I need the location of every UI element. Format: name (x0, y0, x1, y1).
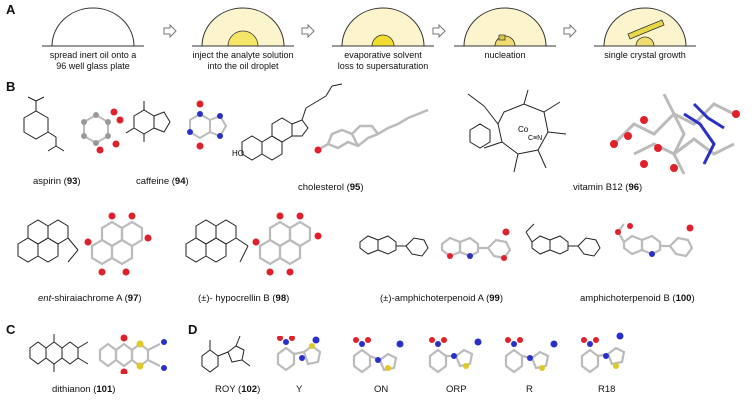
caption-amphichoterpenoid-b: amphichoterpenoid B (100) (580, 293, 695, 304)
shiraiachrome-structure-diagram (17, 219, 79, 263)
svg-text:C≡N: C≡N (528, 135, 542, 142)
panel-label-b: B (6, 79, 16, 94)
caption-hypocrellin: (±)- hypocrellin B (98) (198, 293, 290, 304)
hypocrellin-crystal-structure-icon (252, 212, 322, 276)
roy-structure-diagram (201, 335, 251, 373)
amphichoterpenoid-a-crystal-structure-icon (440, 228, 512, 261)
caption-amphichoterpenoid-a: (±)-amphichoterpenoid A (99) (380, 293, 504, 304)
step-nucleation: nucleation (440, 6, 570, 61)
aspirin-structure-diagram (23, 96, 65, 152)
panel-label-d: D (188, 322, 198, 337)
polymorph-r18-crystal-structure-icon (580, 332, 626, 374)
oil-dome-droplet-icon (192, 7, 294, 47)
polymorph-on-crystal-structure-icon (352, 337, 404, 374)
cholesterol-structure-diagram: HO (232, 83, 343, 161)
hypocrellin-structure-diagram (185, 219, 249, 263)
shiraiachrome-crystal-structure-icon (84, 212, 152, 276)
right-arrow-icon (432, 23, 446, 43)
right-arrow-icon (563, 23, 577, 43)
panel-label-a: A (6, 2, 16, 17)
step-label: nucleation (484, 50, 526, 60)
dithianon-crystal-structure-icon (98, 334, 167, 374)
caffeine-crystal-structure-icon (187, 100, 228, 150)
panel-label-c: C (6, 322, 16, 337)
dithianon-structure-diagram (29, 334, 89, 372)
svg-text:Co: Co (518, 125, 529, 134)
oil-dome-empty-icon (42, 7, 144, 47)
amphichoterpenoid-a-structure-diagram (359, 235, 429, 257)
polymorph-y-crystal-structure-icon (276, 336, 322, 372)
aspirin-crystal-structure-icon (81, 108, 124, 154)
step-crystal-growth: single crystal growth (580, 6, 710, 61)
polymorph-r-crystal-structure-icon (504, 337, 558, 374)
caption-caffeine: caffeine (94) (136, 176, 189, 187)
caption-polymorph-r18: R18 (598, 384, 616, 395)
caption-dithianon: dithianon (101) (52, 384, 116, 395)
caption-aspirin: aspirin (93) (33, 176, 81, 187)
vitamin-b12-structure-diagram: Co C≡N (467, 89, 567, 173)
oil-dome-shrinking-droplet-icon (332, 7, 434, 47)
oil-dome-nucleus-icon (454, 7, 556, 47)
caption-shiraiachrome: ent-shiraiachrome A (97) (38, 293, 142, 304)
caption-roy: ROY (102) (215, 384, 261, 395)
caption-polymorph-orp: ORP (446, 384, 467, 395)
caffeine-structure-diagram (125, 101, 171, 142)
caption-vitamin-b12: vitamin B12 (96) (573, 182, 643, 193)
svg-text:HO: HO (232, 149, 244, 158)
step-label: single crystal growth (604, 50, 686, 60)
right-arrow-icon (301, 23, 315, 43)
amphichoterpenoid-b-structure-diagram (525, 223, 601, 257)
oil-dome-crystal-icon (594, 7, 696, 47)
vitamin-b12-crystal-structure-icon (610, 93, 740, 175)
cholesterol-crystal-structure-icon (314, 108, 429, 154)
caption-polymorph-r: R (526, 384, 533, 395)
caption-polymorph-on: ON (374, 384, 389, 395)
right-arrow-icon (163, 23, 177, 43)
polymorph-orp-crystal-structure-icon (428, 337, 482, 374)
caption-cholesterol: cholesterol (95) (298, 182, 364, 193)
caption-polymorph-y: Y (296, 384, 303, 395)
amphichoterpenoid-b-crystal-structure-icon (615, 223, 694, 258)
